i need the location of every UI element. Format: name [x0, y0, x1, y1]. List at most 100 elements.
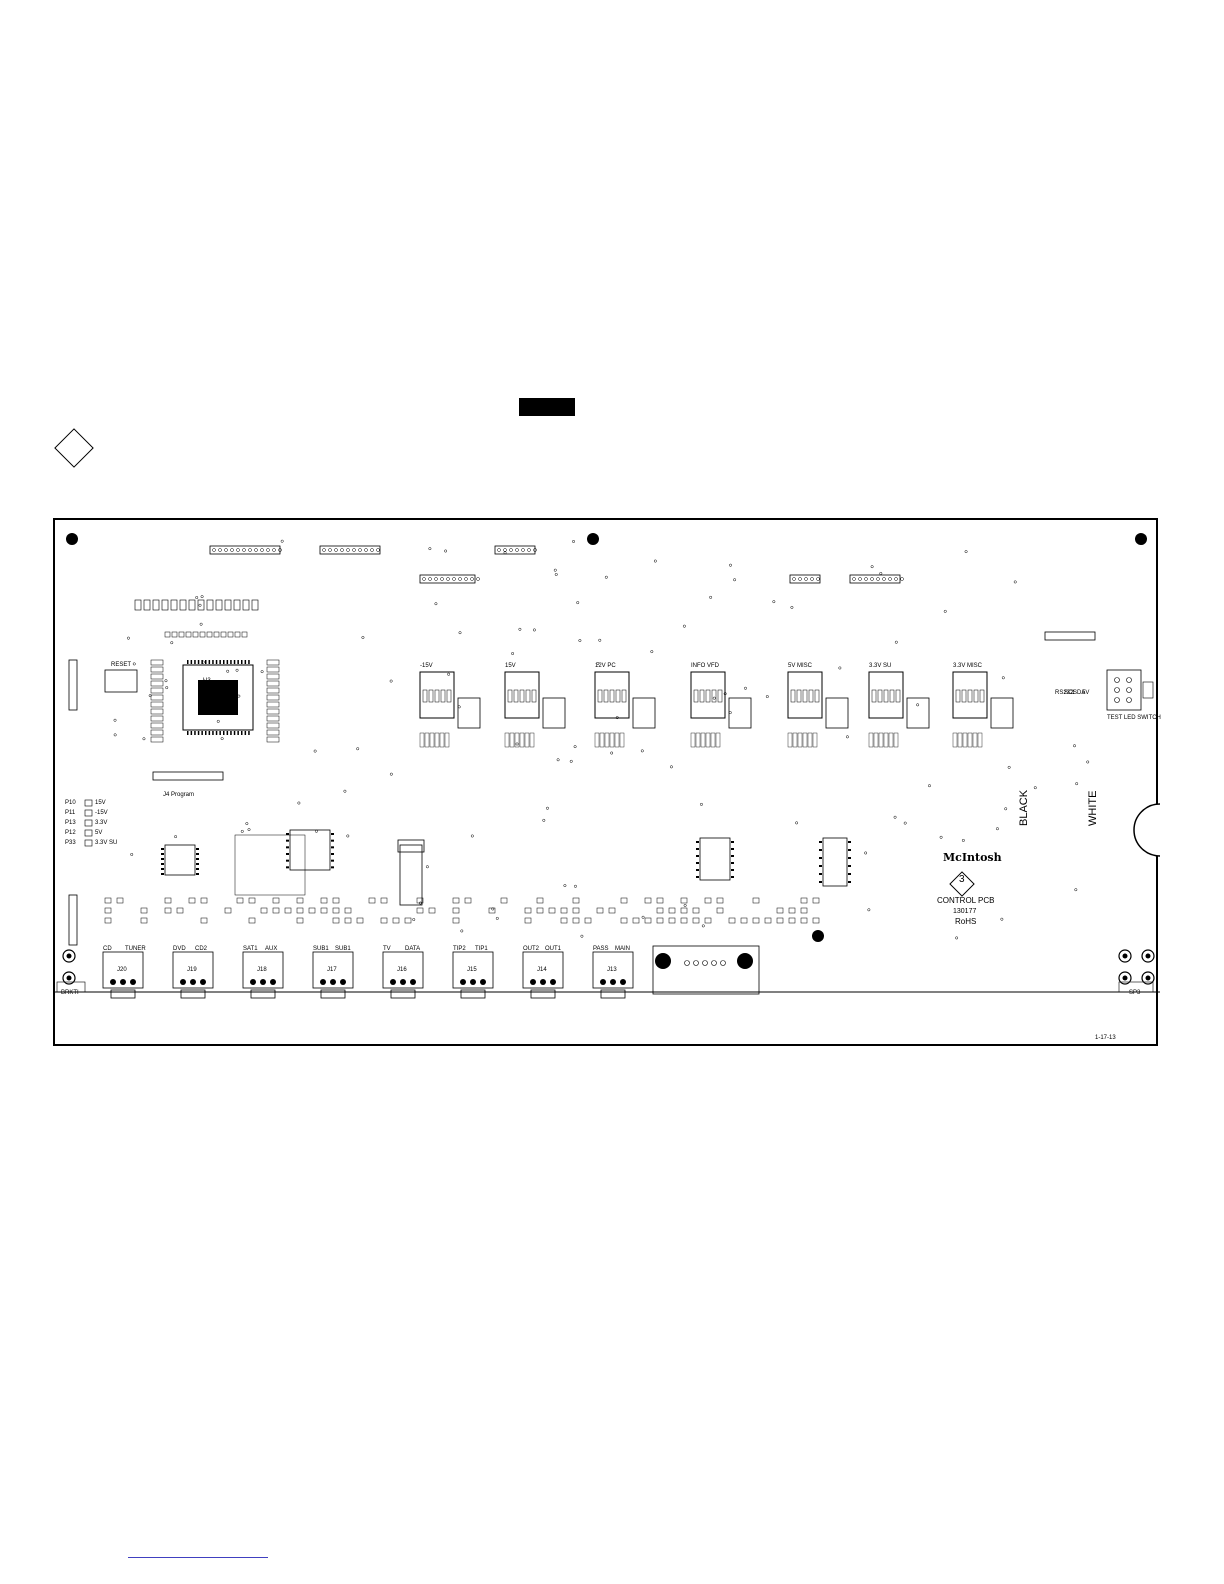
via	[460, 929, 464, 933]
smd-resistor	[952, 732, 958, 748]
vertical-regulator	[399, 844, 423, 906]
smd-component	[716, 897, 724, 904]
regulator-pin	[973, 689, 979, 703]
rca-jack-barrel	[250, 989, 276, 999]
via	[1075, 782, 1079, 786]
ic-pin	[696, 876, 699, 878]
header-pin	[446, 577, 450, 581]
smd-component	[584, 917, 592, 924]
resistor-pad	[150, 659, 164, 666]
via	[576, 601, 580, 605]
smd-resistor	[604, 732, 610, 748]
smd-pad	[227, 631, 234, 638]
header-pin	[260, 548, 264, 552]
cpu-pin	[230, 660, 232, 664]
cpu-pin	[226, 660, 229, 664]
mounting-hole	[587, 533, 599, 545]
power-rail-label: -15V	[95, 810, 108, 816]
cpu-pin	[197, 660, 200, 664]
smd-component	[200, 917, 208, 924]
regulator-pin	[597, 689, 603, 703]
via	[495, 916, 499, 920]
regulator-pin	[705, 689, 711, 703]
jack-ref-label: J13	[607, 967, 617, 973]
header-pin	[224, 548, 228, 552]
smd-component	[524, 917, 532, 924]
header-connector	[789, 574, 821, 584]
regulator-pin	[446, 689, 452, 703]
control-pcb-outline: McIntosh 3 CONTROL PCB 130177 RoHS 1-17-…	[53, 518, 1161, 1046]
jack-input-label: OUT2	[523, 946, 540, 952]
header-pin	[852, 577, 856, 581]
switch-pin	[1114, 697, 1120, 703]
via	[389, 679, 393, 683]
cpu-pin	[219, 731, 221, 735]
via	[723, 692, 727, 696]
via	[247, 828, 251, 832]
testpoint-pad	[84, 809, 93, 817]
rca-jack-barrel	[390, 989, 416, 999]
via	[503, 551, 507, 555]
rca-jack-pin	[320, 979, 326, 985]
cpu-pin	[201, 731, 203, 735]
rca-jack-barrel	[530, 989, 556, 999]
header-pin	[894, 577, 898, 581]
smd-resistor	[614, 732, 620, 748]
smd-resistor	[519, 732, 525, 748]
jack-ref-label: J20	[117, 967, 127, 973]
mounting-hole	[66, 533, 78, 545]
regulator-pin	[603, 689, 609, 703]
smd-component	[620, 897, 628, 904]
electrolytic-capacitor	[728, 697, 752, 729]
via	[113, 718, 117, 722]
smd-resistor	[695, 732, 701, 748]
electrolytic-capacitor	[825, 697, 849, 729]
header-pin	[870, 577, 874, 581]
test-switch-label: TEST LED SWITCH	[1107, 715, 1161, 721]
smd-resistor	[972, 732, 978, 748]
rca-jack-body	[382, 951, 424, 989]
regulator-heatsink	[952, 671, 988, 719]
jack-input-label: DVD	[173, 946, 186, 952]
ic-pin	[696, 841, 699, 843]
via	[470, 834, 474, 838]
smd-resistor	[888, 732, 894, 748]
header-pin	[278, 548, 282, 552]
smd-component	[572, 897, 580, 904]
jack-input-label-2: CD2	[195, 946, 208, 952]
header-pin	[334, 548, 338, 552]
via	[939, 835, 943, 839]
resistor-pad	[266, 694, 280, 701]
smd-component	[620, 917, 628, 924]
smd-component	[104, 897, 112, 904]
header-connector	[1044, 631, 1096, 641]
via	[870, 565, 874, 569]
via	[669, 765, 673, 769]
smd-pad	[178, 631, 185, 638]
smd-component	[788, 907, 796, 914]
resistor	[152, 599, 160, 611]
via	[653, 559, 657, 563]
db-pin	[702, 960, 708, 966]
via	[201, 660, 205, 664]
ring-connector	[1118, 949, 1132, 963]
smd-resistor	[977, 732, 983, 748]
cpu-pin	[244, 731, 247, 735]
smd-component	[260, 907, 268, 914]
via	[343, 789, 347, 793]
ring-connector-core	[66, 975, 72, 981]
smd-component	[644, 897, 652, 904]
ic-pin	[696, 869, 699, 871]
via	[795, 821, 799, 825]
electrolytic-capacitor	[906, 697, 930, 729]
smd-component	[332, 897, 340, 904]
cpu-pin	[215, 660, 218, 664]
regulator-pin	[519, 689, 525, 703]
via	[995, 827, 999, 831]
header-pin	[521, 548, 525, 552]
component-cluster	[234, 834, 306, 896]
via	[216, 719, 220, 723]
header-pin	[515, 548, 519, 552]
smd-resistor	[710, 732, 716, 748]
via	[457, 705, 461, 709]
